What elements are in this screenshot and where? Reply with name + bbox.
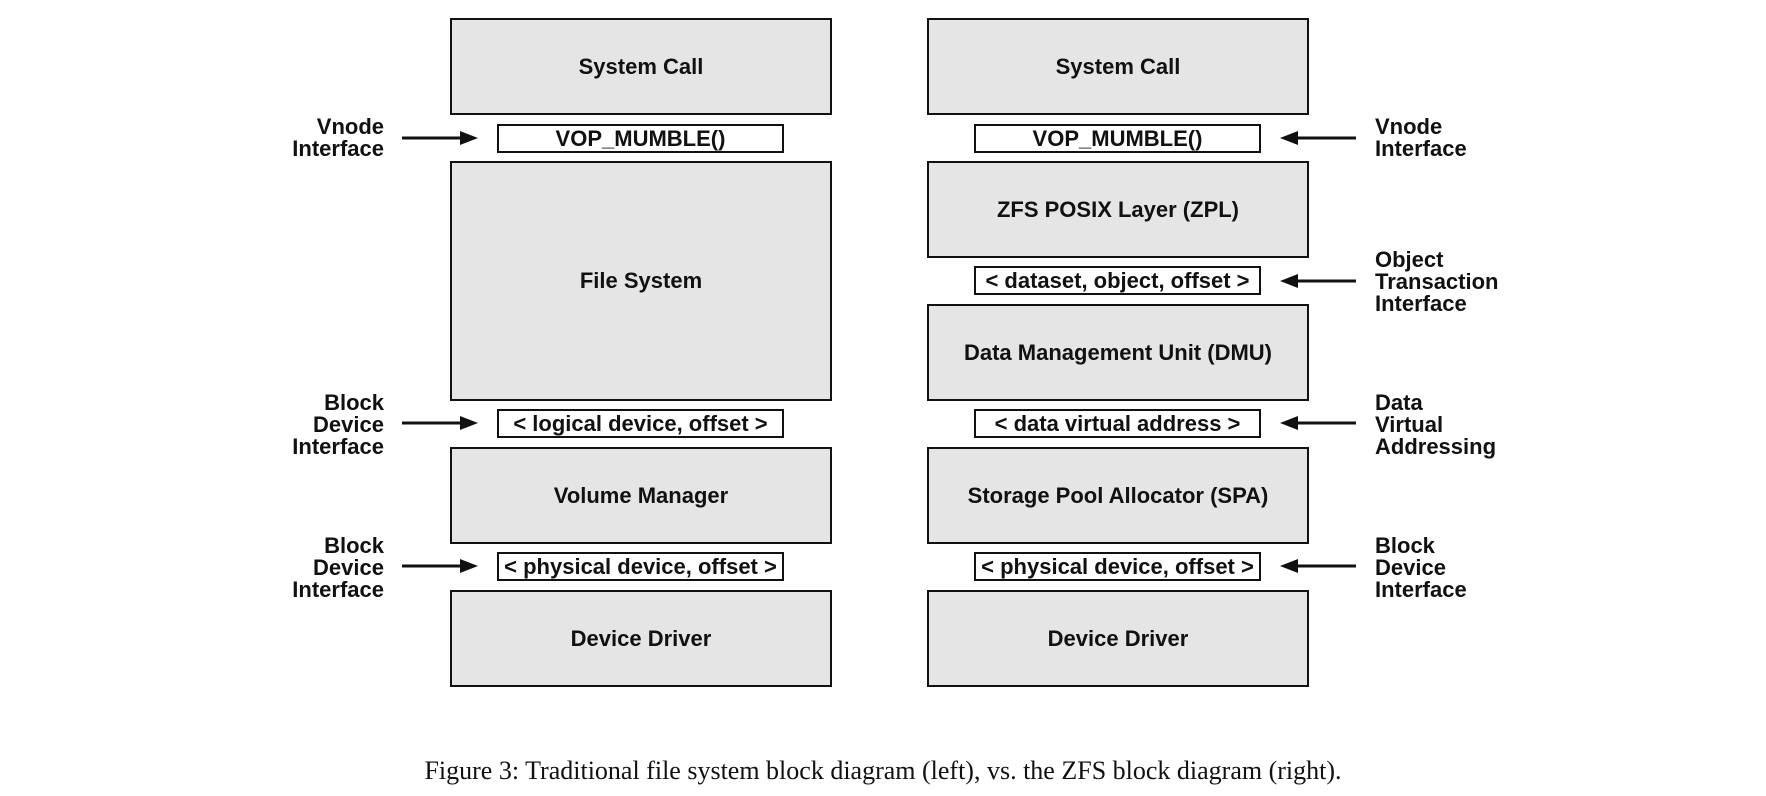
left-block-device-interface-label-2: Block Device Interface <box>292 533 384 602</box>
right-physical-device-interface-box: < physical device, offset > <box>974 552 1261 581</box>
right-vnode-arrow-icon <box>1280 131 1356 145</box>
right-block-device-arrow-icon <box>1280 559 1356 573</box>
right-data-virtual-addressing-label: Data Virtual Addressing <box>1375 390 1497 459</box>
right-object-transaction-interface-label: Object Transaction Interface <box>1375 247 1499 316</box>
left-logical-device-interface-box: < logical device, offset > <box>497 409 784 438</box>
right-spa-box: Storage Pool Allocator (SPA) <box>927 447 1309 544</box>
left-block-device-interface-label-1: Block Device Interface <box>292 390 384 459</box>
left-system-call-box: System Call <box>450 18 832 115</box>
right-object-interface-box: < dataset, object, offset > <box>974 266 1261 295</box>
left-vnode-interface-label: Vnode Interface <box>292 114 384 161</box>
right-zpl-box: ZFS POSIX Layer (ZPL) <box>927 161 1309 258</box>
right-vnode-interface-label: Vnode Interface <box>1375 114 1467 161</box>
left-block-device-arrow-icon-1 <box>402 416 478 430</box>
left-device-driver-box: Device Driver <box>450 590 832 687</box>
left-physical-device-interface-box: < physical device, offset > <box>497 552 784 581</box>
right-vnode-interface-box: VOP_MUMBLE() <box>974 124 1261 153</box>
left-vnode-arrow-icon <box>402 131 478 145</box>
right-dva-arrow-icon <box>1280 416 1356 430</box>
left-file-system-box: File System <box>450 161 832 401</box>
left-vnode-interface-box: VOP_MUMBLE() <box>497 124 784 153</box>
left-block-device-arrow-icon-2 <box>402 559 478 573</box>
figure-caption: Figure 3: Traditional file system block … <box>424 756 1342 785</box>
right-object-arrow-icon <box>1280 274 1356 288</box>
right-data-virtual-address-box: < data virtual address > <box>974 409 1261 438</box>
left-volume-manager-box: Volume Manager <box>450 447 832 544</box>
right-block-device-interface-label: Block Device Interface <box>1375 533 1467 602</box>
right-dmu-box: Data Management Unit (DMU) <box>927 304 1309 401</box>
right-device-driver-box: Device Driver <box>927 590 1309 687</box>
right-system-call-box: System Call <box>927 18 1309 115</box>
